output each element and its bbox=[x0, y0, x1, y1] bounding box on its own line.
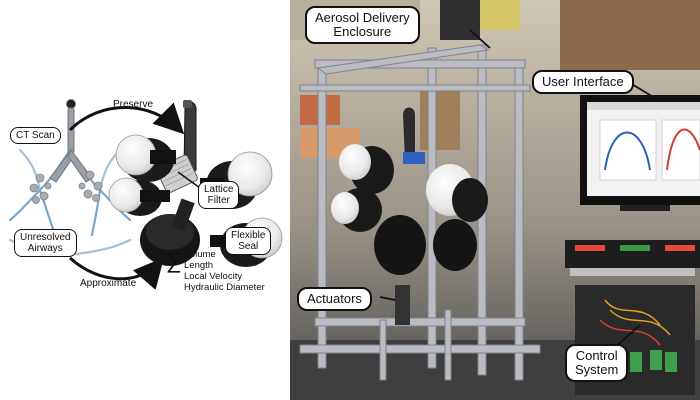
control-system-label: Control System bbox=[565, 344, 629, 382]
right-panel bbox=[290, 0, 700, 400]
bronchi-branches bbox=[29, 170, 103, 204]
ui-plot-blue bbox=[604, 131, 651, 171]
actuators-label: Actuators bbox=[297, 287, 372, 311]
actuator-cylinder-2 bbox=[108, 177, 170, 216]
preserve-arrow bbox=[68, 102, 185, 135]
monitor bbox=[580, 95, 700, 211]
flexible-seal-label: Flexible Seal bbox=[225, 227, 272, 255]
ui-plot-red bbox=[666, 128, 700, 171]
preserve-label: Preserve bbox=[113, 99, 154, 110]
user-interface-label: User Interface bbox=[532, 70, 634, 94]
left-panel bbox=[8, 99, 283, 290]
ct-scan-label: CT Scan bbox=[10, 127, 61, 144]
sum-term-length: Length bbox=[184, 260, 214, 271]
trachea-model bbox=[49, 99, 93, 183]
unresolved-airways-label: Unresolved Airways bbox=[14, 229, 77, 257]
actuator-cylinder-1 bbox=[115, 134, 176, 182]
actuator-cylinder-3 bbox=[140, 198, 200, 266]
sum-term-local-velocity: Local Velocity bbox=[184, 271, 243, 282]
sum-terms: Volume Length Local Velocity Hydraulic D… bbox=[184, 249, 265, 293]
photo-actuators bbox=[331, 107, 488, 325]
lattice-filter-label: Lattice Filter bbox=[198, 181, 240, 209]
approximate-label: Approximate bbox=[80, 278, 137, 289]
sum-term-hydraulic-diameter: Hydraulic Diameter bbox=[184, 282, 265, 293]
sum-term-volume: Volume bbox=[184, 249, 216, 260]
approximate-arrow bbox=[68, 256, 164, 290]
sum-symbol: ∑ bbox=[166, 248, 182, 273]
aerosol-enclosure-label: Aerosol Delivery Enclosure bbox=[305, 6, 420, 44]
